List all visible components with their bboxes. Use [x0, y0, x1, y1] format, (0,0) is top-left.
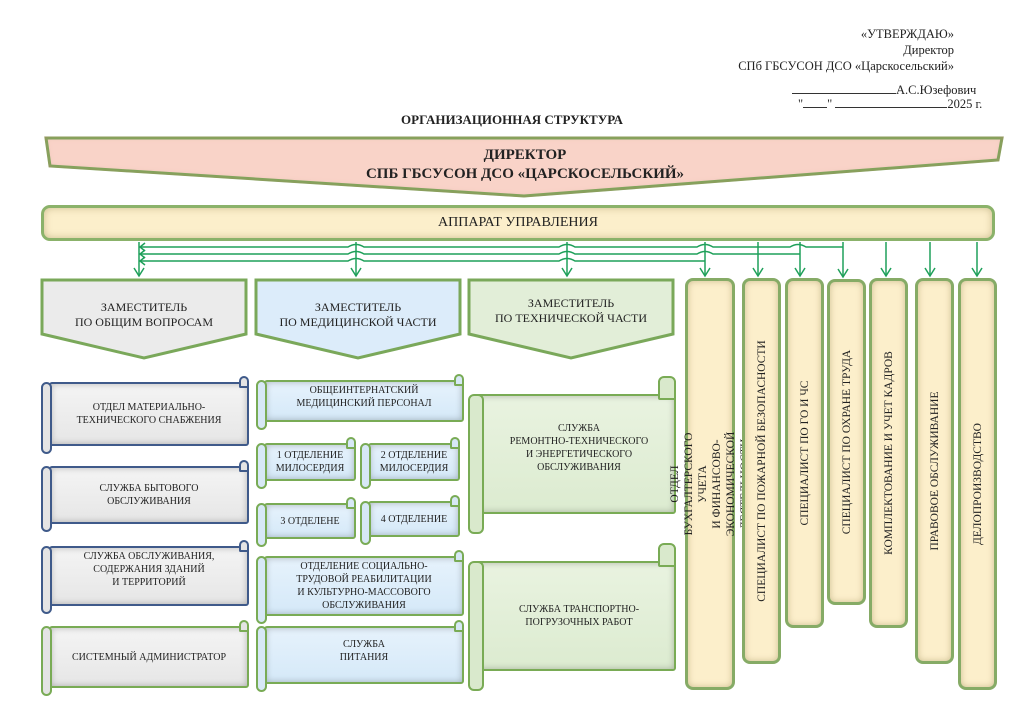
deputy-medical-title: ЗАМЕСТИТЕЛЬ — [314, 300, 402, 314]
director-title: ДИРЕКТОР — [483, 147, 567, 163]
unit-label: СПЕЦИАЛИСТ ПО ГО И ЧС — [798, 380, 811, 526]
unit-dept-4: 4 ОТДЕЛЕНИЕ — [360, 495, 460, 545]
unit-mercy-dept-1: 1 ОТДЕЛЕНИЕ МИЛОСЕРДИЯ — [256, 437, 356, 489]
unit-label: 1 ОТДЕЛЕНИЕ МИЛОСЕРДИЯ — [275, 450, 345, 474]
unit-label: СПЕЦИАЛИСТ ПО ПОЖАРНОЙ БЕЗОПАСНОСТИ — [755, 340, 768, 602]
unit-label: 4 ОТДЕЛЕНИЕ — [380, 513, 448, 525]
approval-organization: СПб ГБСУСОН ДСО «Царскосельский» — [738, 59, 954, 73]
deputy-medical-area: ПО МЕДИЦИНСКОЙ ЧАСТИ — [279, 315, 437, 329]
bus-line-3 — [139, 257, 705, 262]
year-text: 2025 г. — [947, 97, 983, 111]
unit-label: СЛУЖБА ОБСЛУЖИВАНИЯ, СОДЕРЖАНИЯ ЗДАНИЙ И… — [83, 551, 215, 588]
month-blank — [835, 96, 948, 108]
unit-label: ДЕЛОПРОИЗВОДСТВО — [971, 423, 984, 545]
director-box: ДИРЕКТОР СПБ ГБСУСОН ДСО «ЦАРСКОСЕЛЬСКИЙ… — [44, 134, 1006, 198]
signature-line: А.С.Юзефович — [792, 82, 976, 98]
signature-blank — [792, 82, 896, 94]
unit-material-supply: ОТДЕЛ МАТЕРИАЛЬНО- ТЕХНИЧЕСКОГО СНАБЖЕНИ… — [41, 376, 249, 454]
director-organization: СПБ ГБСУСОН ДСО «ЦАРСКОСЕЛЬСКИЙ» — [365, 166, 685, 182]
signer-name: А.С.Юзефович — [896, 83, 977, 97]
deputy-general-title: ЗАМЕСТИТЕЛЬ — [100, 300, 188, 314]
unit-legal: ПРАВОВОЕ ОБСЛУЖИВАНИЕ — [915, 278, 954, 664]
unit-social-rehabilitation: ОТДЕЛЕНИЕ СОЦИАЛЬНО- ТРУДОВОЙ РЕАБИЛИТАЦ… — [256, 550, 464, 624]
unit-catering: СЛУЖБА ПИТАНИЯ — [256, 620, 464, 692]
deputy-technical-area: ПО ТЕХНИЧЕСКОЙ ЧАСТИ — [494, 311, 648, 325]
unit-buildings-maintenance: СЛУЖБА ОБСЛУЖИВАНИЯ, СОДЕРЖАНИЯ ЗДАНИЙ И… — [41, 540, 249, 614]
unit-label: 2 ОТДЕЛЕНИЕ МИЛОСЕРДИЯ — [379, 450, 449, 474]
approval-block: «УТВЕРЖДАЮ» Директор СПб ГБСУСОН ДСО «Ца… — [738, 26, 954, 74]
director-shape — [44, 136, 1004, 198]
unit-household-service: СЛУЖБА БЫТОВОГО ОБСЛУЖИВАНИЯ — [41, 460, 249, 532]
unit-label: СЛУЖБА БЫТОВОГО ОБСЛУЖИВАНИЯ — [99, 483, 199, 507]
bus-line-1 — [139, 243, 843, 248]
quote-open: " — [798, 97, 804, 111]
unit-label: КОМПЛЕКТОВАНИЕ И УЧЕТ КАДРОВ — [882, 351, 895, 555]
day-blank — [803, 96, 828, 108]
management-apparatus: АППАРАТ УПРАВЛЕНИЯ — [41, 205, 995, 241]
unit-system-administrator: СИСТЕМНЫЙ АДМИНИСТРАТОР — [41, 620, 249, 696]
deputy-technical-title: ЗАМЕСТИТЕЛЬ — [527, 296, 615, 310]
unit-records: ДЕЛОПРОИЗВОДСТВО — [958, 278, 997, 690]
unit-label: 3 ОТДЕЛЕНЕ — [280, 515, 340, 527]
unit-labor-safety: СПЕЦИАЛИСТ ПО ОХРАНЕ ТРУДА — [827, 279, 866, 605]
deputy-general-area: ПО ОБЩИМ ВОПРОСАМ — [74, 315, 214, 329]
unit-label: СЛУЖБА ПИТАНИЯ — [339, 639, 389, 663]
unit-label: ПРАВОВОЕ ОБСЛУЖИВАНИЕ — [928, 391, 941, 551]
unit-accounting: ОТДЕЛ БУХГАЛТЕРСКОГО УЧЕТА И ФИНАНСОВО-Э… — [669, 278, 751, 690]
unit-mercy-dept-2: 2 ОТДЕЛЕНИЕ МИЛОСЕРДИЯ — [360, 437, 460, 489]
approval-heading: «УТВЕРЖДАЮ» — [860, 27, 954, 41]
unit-repair-energy: СЛУЖБА РЕМОНТНО-ТЕХНИЧЕСКОГО И ЭНЕРГЕТИЧ… — [468, 376, 676, 534]
bus-line-2 — [139, 250, 800, 255]
unit-label: СПЕЦИАЛИСТ ПО ОХРАНЕ ТРУДА — [840, 349, 853, 535]
quote-close: " — [827, 97, 833, 111]
unit-label: ОТДЕЛ МАТЕРИАЛЬНО- ТЕХНИЧЕСКОГО СНАБЖЕНИ… — [76, 402, 222, 426]
unit-label: СЛУЖБА ТРАНСПОРТНО- ПОГРУЗОЧНЫХ РАБОТ — [518, 604, 640, 628]
unit-medical-staff: ОБЩЕИНТЕРНАТСКИЙ МЕДИЦИНСКИЙ ПЕРСОНАЛ — [256, 374, 464, 430]
unit-label: ОТДЕЛ БУХГАЛТЕРСКОГО УЧЕТА И ФИНАНСОВО-Э… — [669, 431, 751, 537]
unit-hr: КОМПЛЕКТОВАНИЕ И УЧЕТ КАДРОВ — [869, 278, 908, 628]
unit-label: ОТДЕЛЕНИЕ СОЦИАЛЬНО- ТРУДОВОЙ РЕАБИЛИТАЦ… — [296, 561, 432, 611]
unit-label: СЛУЖБА РЕМОНТНО-ТЕХНИЧЕСКОГО И ЭНЕРГЕТИЧ… — [509, 423, 649, 473]
unit-label: ОБЩЕИНТЕРНАТСКИЙ МЕДИЦИНСКИЙ ПЕРСОНАЛ — [296, 385, 432, 409]
unit-label: СИСТЕМНЫЙ АДМИНИСТРАТОР — [71, 651, 227, 663]
date-line: " " 2025 г. — [798, 96, 982, 112]
unit-dept-3: 3 ОТДЕЛЕНЕ — [256, 497, 356, 547]
unit-transport-loading: СЛУЖБА ТРАНСПОРТНО- ПОГРУЗОЧНЫХ РАБОТ — [468, 543, 676, 691]
document-title: ОРГАНИЗАЦИОННАЯ СТРУКТУРА — [401, 112, 623, 127]
approval-position: Директор — [903, 43, 954, 57]
unit-fire-safety: СПЕЦИАЛИСТ ПО ПОЖАРНОЙ БЕЗОПАСНОСТИ — [742, 278, 781, 664]
unit-civil-defense: СПЕЦИАЛИСТ ПО ГО И ЧС — [785, 278, 824, 628]
